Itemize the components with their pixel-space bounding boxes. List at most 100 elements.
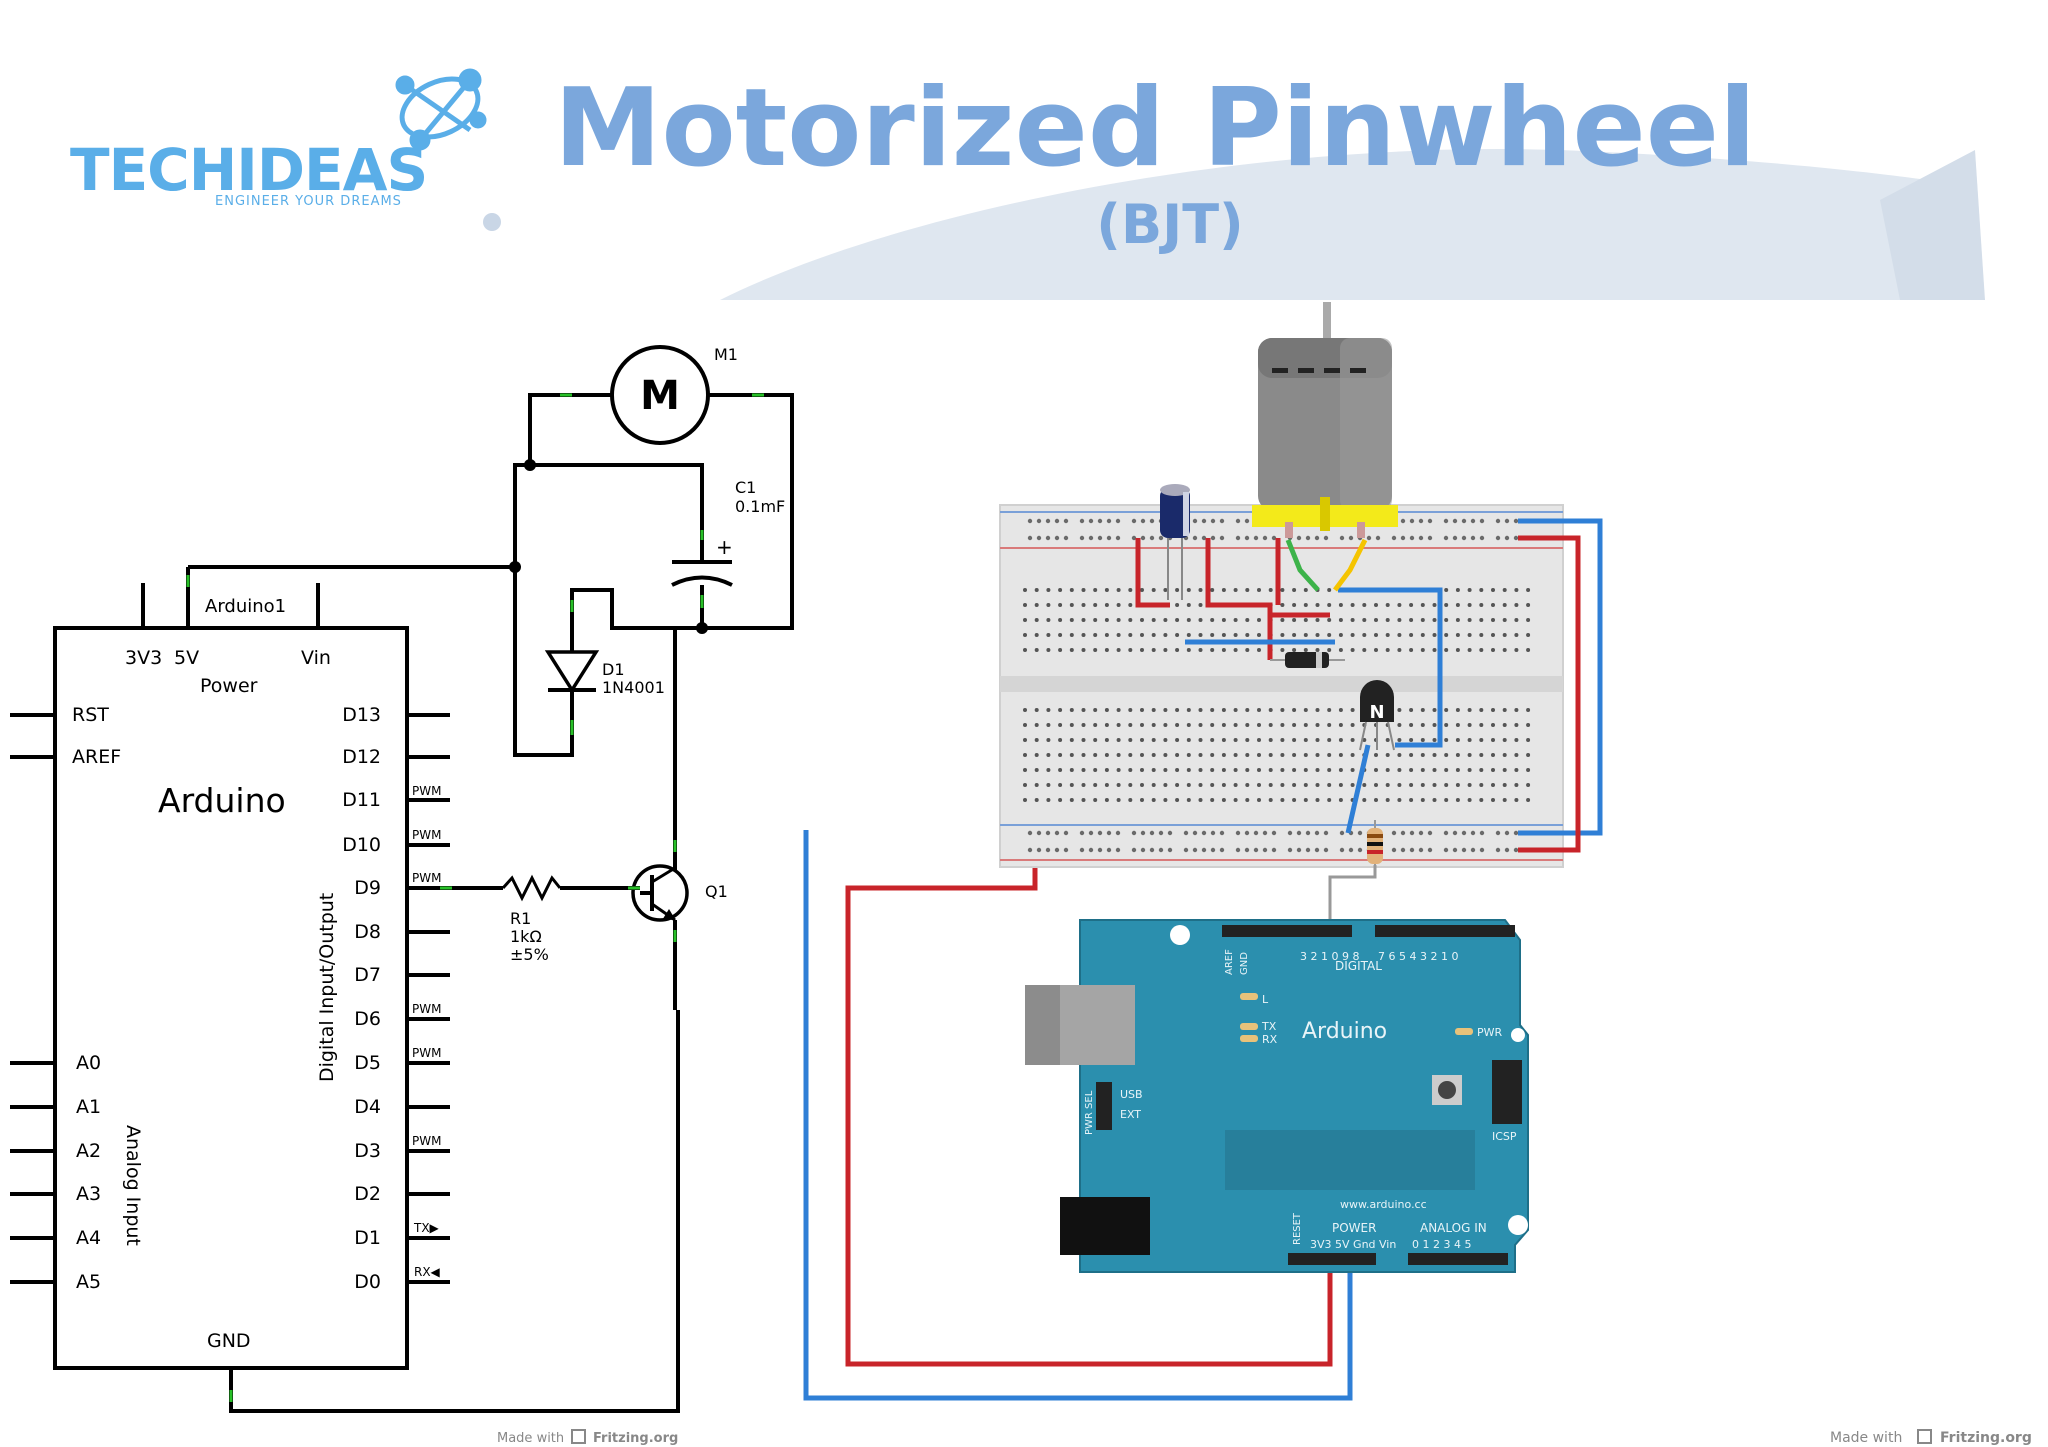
motor-symbol: M	[640, 373, 680, 419]
wire-diode-top	[570, 588, 702, 652]
svg-text:RESET: RESET	[1292, 1212, 1303, 1245]
svg-text:L: L	[1262, 993, 1269, 1006]
svg-text:GND: GND	[1239, 952, 1250, 975]
svg-text:PWM: PWM	[412, 828, 441, 842]
page-title: Motorized Pinwheel	[554, 66, 1756, 191]
svg-text:D6: D6	[354, 1008, 381, 1030]
arduino-part-label: Arduino1	[205, 596, 286, 617]
breadboard	[999, 504, 1564, 868]
diode-d1	[544, 650, 600, 694]
label-aref: AREF	[72, 746, 121, 768]
label-q1: Q1	[705, 882, 728, 901]
header-swoosh	[720, 149, 1980, 300]
logo-text: TECHIDEAS	[70, 136, 427, 204]
logo-tagline: ENGINEER YOUR DREAMS	[215, 194, 402, 209]
wire-motor-right	[702, 393, 794, 630]
label-d1: D1	[602, 660, 625, 679]
svg-text:D11: D11	[342, 789, 381, 811]
label-c1: C1	[735, 478, 756, 497]
bb-component-wires	[1135, 518, 1603, 935]
svg-text:EXT: EXT	[1120, 1108, 1141, 1121]
resistor-r1	[501, 874, 562, 902]
svg-text:PWM: PWM	[412, 1002, 441, 1016]
label-vin: Vin	[301, 647, 331, 669]
label-a1: A1	[76, 1096, 101, 1118]
fritzing-left: Fritzing.org	[593, 1431, 678, 1446]
power-jack	[1060, 1197, 1150, 1255]
header-background	[0, 149, 2048, 322]
label-3v3: 3V3	[125, 647, 162, 669]
label-analog-input: Analog Input	[122, 1125, 144, 1246]
label-m1: M1	[714, 345, 738, 364]
svg-text:D7: D7	[354, 964, 381, 986]
transistor-mark: N	[1369, 702, 1384, 723]
bb-capacitor	[1160, 484, 1190, 600]
transistor-q1	[631, 864, 689, 922]
pwr-sel-jumper	[1096, 1082, 1112, 1130]
schematic-pin-markers	[186, 393, 764, 1402]
svg-text:AREF: AREF	[1224, 949, 1235, 975]
motor-lead-green	[1285, 539, 1320, 592]
wire-collector	[673, 626, 702, 870]
svg-text:D0: D0	[354, 1271, 381, 1293]
svg-text:0 1 2 3 4 5: 0 1 2 3 4 5	[1412, 1238, 1471, 1251]
svg-text:D2: D2	[354, 1183, 381, 1205]
svg-text:D12: D12	[342, 746, 381, 768]
wire-blue-gnd	[803, 830, 1353, 1401]
svg-text:D3: D3	[354, 1140, 381, 1162]
bb-wires	[803, 830, 1353, 1401]
svg-text:PWM: PWM	[412, 784, 441, 798]
svg-text:7 6 5 4 3 2 1 0: 7 6 5 4 3 2 1 0	[1378, 950, 1458, 963]
wire-motor-left	[528, 393, 612, 465]
wire-red-rail	[1518, 535, 1581, 853]
svg-text:ICSP: ICSP	[1492, 1130, 1517, 1143]
svg-text:RX◀: RX◀	[414, 1265, 441, 1279]
page-subtitle: (BJT)	[1096, 193, 1243, 256]
label-5v: 5V	[174, 647, 199, 669]
svg-text:3V3 5V Gnd Vin: 3V3 5V Gnd Vin	[1310, 1238, 1396, 1251]
label-r1-value: 1kΩ	[510, 927, 542, 946]
svg-text:DIGITAL: DIGITAL	[1335, 959, 1382, 973]
motor-m1	[610, 345, 710, 445]
label-rst: RST	[72, 704, 109, 726]
pwm-labels: PWM PWM PWM PWM PWM PWM TX▶ RX◀	[412, 784, 441, 1279]
schematic	[10, 345, 794, 1413]
logo: TECHIDEAS ENGINEER YOUR DREAMS	[70, 68, 487, 209]
label-power: Power	[200, 675, 258, 697]
label-a4: A4	[76, 1227, 101, 1249]
svg-text:D9: D9	[354, 877, 381, 899]
header-swoosh-arrow	[1880, 150, 1985, 300]
wire-blue-rail	[1518, 518, 1603, 836]
wire-red-5v	[845, 830, 1333, 1367]
svg-text:POWER: POWER	[1332, 1221, 1376, 1235]
bb-diode	[1270, 652, 1345, 668]
label-a3: A3	[76, 1183, 101, 1205]
fritzing-icon	[571, 1429, 586, 1444]
svg-text:www.arduino.cc: www.arduino.cc	[1340, 1198, 1427, 1211]
network-icon	[395, 68, 487, 151]
label-a2: A2	[76, 1140, 101, 1162]
svg-text:D5: D5	[354, 1052, 381, 1074]
board-name: Arduino	[1302, 1019, 1387, 1044]
bb-arduino-board: DIGITAL 3 2 1 0 9 8 7 6 5 4 3 2 1 0 Ardu…	[1025, 919, 1529, 1273]
wire-diode-bottom	[513, 567, 574, 757]
wire-gnd	[229, 1010, 680, 1413]
svg-text:PWM: PWM	[412, 871, 441, 885]
made-with-left: Made with	[497, 1431, 564, 1446]
digital-pin-labels: D13 D12 D11 D10 D9 D8 D7 D6 D5 D4 D3 D2 …	[342, 704, 381, 1293]
fritzing-icon-right	[1917, 1429, 1932, 1444]
svg-text:D1: D1	[354, 1227, 381, 1249]
label-r1-tolerance: ±5%	[510, 945, 549, 964]
svg-text:ANALOG IN: ANALOG IN	[1420, 1221, 1487, 1235]
svg-text:D13: D13	[342, 704, 381, 726]
svg-text:PWM: PWM	[412, 1046, 441, 1060]
svg-text:D8: D8	[354, 921, 381, 943]
arduino-title: Arduino	[158, 781, 286, 820]
svg-text:RX: RX	[1262, 1033, 1278, 1046]
motor-lead-yellow	[1333, 538, 1368, 592]
svg-text:D10: D10	[342, 834, 381, 856]
svg-text:USB: USB	[1120, 1088, 1143, 1101]
bb-transistor: N	[1359, 680, 1395, 751]
header-cut	[0, 302, 2048, 322]
